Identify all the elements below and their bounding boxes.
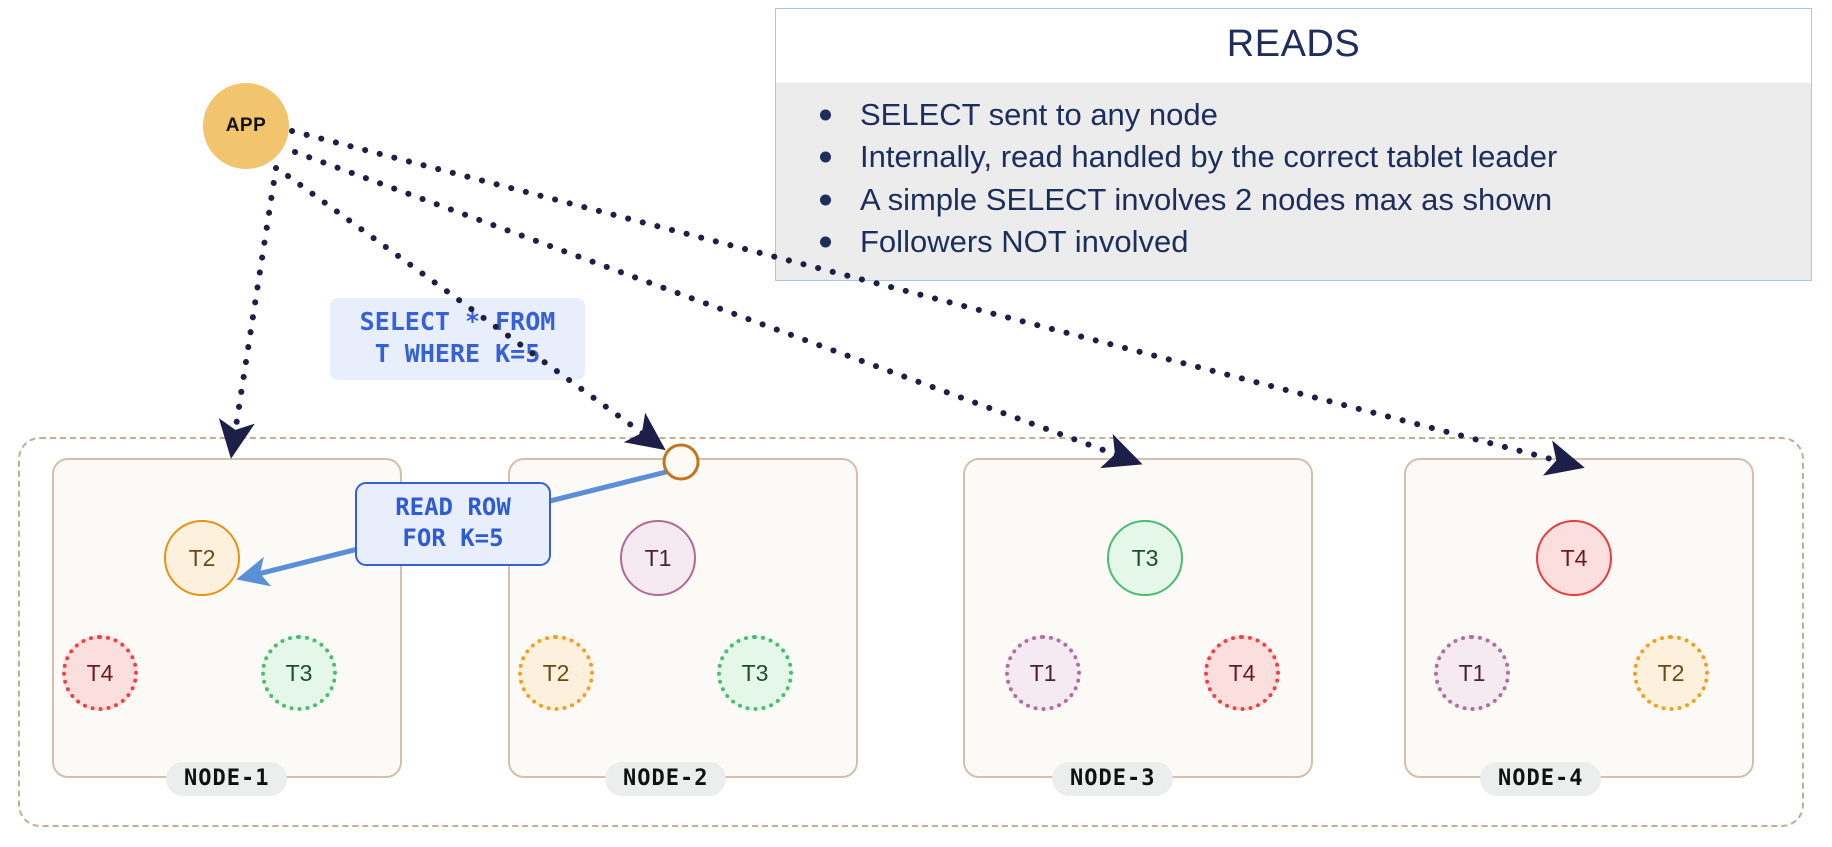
- node-name-badge-1: NODE-1: [166, 762, 288, 796]
- reads-info-panel: READS SELECT sent to any node Internally…: [775, 8, 1812, 282]
- bullet-dot-icon: [820, 109, 831, 121]
- sql-statement-line-1: SELECT * FROM: [359, 307, 556, 336]
- tablet-label: T3: [285, 659, 313, 686]
- tablet-label: T2: [188, 544, 216, 571]
- app-client-node: APP: [203, 83, 289, 169]
- node-name-badge-3: NODE-3: [1052, 762, 1174, 796]
- tablet-label: T1: [644, 544, 672, 571]
- reads-bullet-item: Followers NOT involved: [806, 222, 1795, 262]
- tablet-follower-node1-b: T3: [261, 635, 337, 711]
- node-box-2: T1 T2 T3: [508, 458, 858, 778]
- tablet-follower-node2-b: T3: [717, 635, 793, 711]
- sql-statement-line-2: T WHERE K=5: [374, 339, 541, 368]
- reads-bullet-text: SELECT sent to any node: [860, 97, 1218, 132]
- tablet-label: T2: [542, 659, 570, 686]
- tablet-leader-node1: T2: [164, 520, 240, 596]
- bullet-dot-icon: [820, 236, 831, 248]
- reads-bullet-item: SELECT sent to any node: [806, 95, 1795, 135]
- tablet-label: T3: [1131, 544, 1159, 571]
- bullet-dot-icon: [820, 194, 831, 206]
- node-box-3: T3 T1 T4: [963, 458, 1313, 778]
- reads-bullet-item: Internally, read handled by the correct …: [806, 137, 1795, 177]
- tablet-label: T4: [86, 659, 114, 686]
- reads-bullet-item: A simple SELECT involves 2 nodes max as …: [806, 180, 1795, 220]
- tablet-follower-node3-b: T4: [1204, 635, 1280, 711]
- tablet-label: T4: [1228, 659, 1256, 686]
- tablet-label: T1: [1029, 659, 1057, 686]
- tablet-follower-node4-b: T2: [1633, 635, 1709, 711]
- app-node-label: APP: [225, 115, 267, 136]
- bullet-dot-icon: [820, 151, 831, 163]
- tablet-leader-node2: T1: [620, 520, 696, 596]
- read-callout-line-2: FOR K=5: [402, 524, 504, 553]
- node-box-4: T4 T1 T2: [1404, 458, 1754, 778]
- sql-statement-label: SELECT * FROM T WHERE K=5: [330, 298, 585, 380]
- tablet-label: T2: [1657, 659, 1685, 686]
- reads-bullet-text: Followers NOT involved: [860, 223, 1189, 259]
- tablet-follower-node1-a: T4: [62, 635, 138, 711]
- reads-panel-title: READS: [776, 9, 1811, 83]
- tablet-leader-node4: T4: [1536, 520, 1612, 596]
- read-callout-line-1: READ ROW: [395, 493, 511, 521]
- tablet-label: T1: [1458, 659, 1486, 686]
- node-name-badge-2: NODE-2: [605, 762, 727, 796]
- tablet-leader-node3: T3: [1107, 520, 1183, 596]
- reads-bullet-text: Internally, read handled by the correct …: [860, 139, 1558, 175]
- tablet-follower-node3-a: T1: [1005, 635, 1081, 711]
- tablet-follower-node2-a: T2: [518, 635, 594, 711]
- reads-bullet-list: SELECT sent to any node Internally, read…: [776, 95, 1811, 262]
- tablet-label: T3: [741, 659, 769, 686]
- tablet-label: T4: [1560, 544, 1588, 571]
- read-row-callout: READ ROW FOR K=5: [355, 482, 551, 567]
- node-box-1: T2 T4 T3: [52, 458, 402, 778]
- node-name-badge-4: NODE-4: [1480, 762, 1602, 796]
- reads-bullet-text: A simple SELECT involves 2 nodes max as …: [860, 181, 1553, 217]
- arrow-app-to-node1: [218, 165, 279, 459]
- tablet-follower-node4-a: T1: [1434, 635, 1510, 711]
- reads-panel-body: SELECT sent to any node Internally, read…: [776, 83, 1811, 281]
